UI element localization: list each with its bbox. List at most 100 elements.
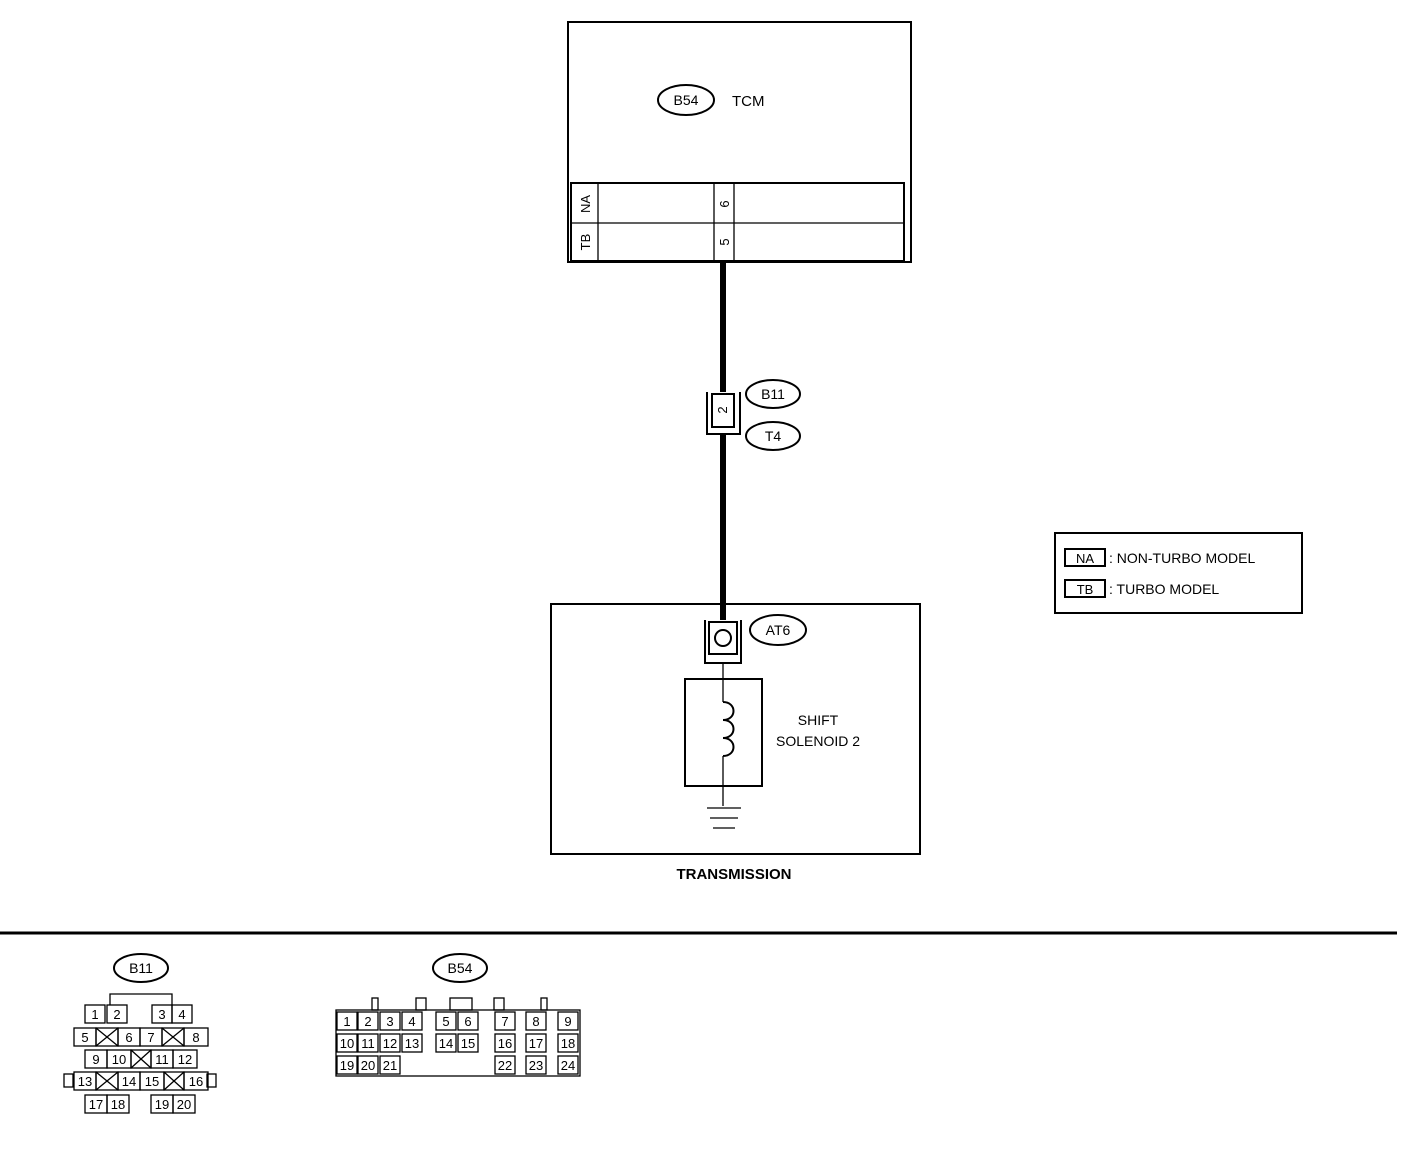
b11-pin-label: 3 xyxy=(158,1007,165,1022)
b54-pin: 19 xyxy=(336,1055,358,1075)
b54-pin-label: 5 xyxy=(442,1014,449,1029)
b54-pin: 13 xyxy=(401,1033,423,1053)
b11-pin-label: 12 xyxy=(178,1052,192,1067)
b11-pin: 13 xyxy=(73,1071,97,1091)
tcm-module: B54 TCM NA TB 6 5 xyxy=(567,21,912,263)
b11-pin: 16 xyxy=(183,1071,209,1091)
b11-pin: 6 xyxy=(117,1027,141,1047)
b11-pin-label: 5 xyxy=(81,1030,88,1045)
b11-pin-label: 15 xyxy=(145,1074,159,1089)
b54-pin-label: 4 xyxy=(408,1014,415,1029)
b54-pin-label: 1 xyxy=(343,1014,350,1029)
legend-label-tb: : TURBO MODEL xyxy=(1109,581,1219,597)
b11-pin-label: 9 xyxy=(92,1052,99,1067)
b54-pin-label: 14 xyxy=(439,1036,453,1051)
b54-pin-label: 6 xyxy=(464,1014,471,1029)
t4-label: T4 xyxy=(765,428,782,444)
b11-pin: 20 xyxy=(172,1094,196,1114)
joint-pin: 2 xyxy=(715,406,730,413)
b11-pin: 8 xyxy=(183,1027,209,1047)
b11-view-label: B11 xyxy=(129,960,153,976)
solenoid-label-line2: SOLENOID 2 xyxy=(776,733,860,749)
b54-pin-label: 10 xyxy=(340,1036,354,1051)
b11-pin xyxy=(130,1049,152,1069)
tcm-row-model-na: NA xyxy=(578,195,593,213)
b11-pin: 3 xyxy=(151,1004,173,1024)
b54-pin-label: 13 xyxy=(405,1036,419,1051)
b11-pin-label: 20 xyxy=(177,1097,191,1112)
b54-pin-label: 19 xyxy=(340,1058,354,1073)
t4-badge xyxy=(745,421,801,451)
joint-connector: 2 B11 T4 xyxy=(706,379,801,451)
b54-pin-label: 20 xyxy=(361,1058,375,1073)
b54-pin: 1 xyxy=(336,1011,358,1031)
b11-pin-label: 16 xyxy=(189,1074,203,1089)
solenoid-label-line1: SHIFT xyxy=(798,712,839,728)
b11-pin: 4 xyxy=(171,1004,193,1024)
legend-code-na: NA xyxy=(1076,551,1094,566)
b54-pin: 22 xyxy=(494,1055,516,1075)
b11-pin-label: 2 xyxy=(113,1007,120,1022)
b54-pin-label: 8 xyxy=(532,1014,539,1029)
b54-pin-label: 9 xyxy=(564,1014,571,1029)
b11-pin-label: 8 xyxy=(192,1030,199,1045)
b11-pin xyxy=(161,1027,185,1047)
b11-pin-label: 18 xyxy=(111,1097,125,1112)
b54-pin: 21 xyxy=(379,1055,401,1075)
b54-pin: 20 xyxy=(357,1055,379,1075)
b54-pin: 24 xyxy=(557,1055,579,1075)
legend: NA : NON-TURBO MODEL TB : TURBO MODEL xyxy=(1054,532,1303,614)
b11-pin-label: 6 xyxy=(125,1030,132,1045)
tcm-pin-tb: 5 xyxy=(717,238,732,245)
b54-pin-label: 3 xyxy=(386,1014,393,1029)
b54-pin: 5 xyxy=(435,1011,457,1031)
b54-pin: 10 xyxy=(336,1033,358,1053)
b54-pin: 6 xyxy=(457,1011,479,1031)
b11-pin: 9 xyxy=(84,1049,108,1069)
b11-pin: 5 xyxy=(73,1027,97,1047)
b54-pin-label: 15 xyxy=(461,1036,475,1051)
b54-pin: 23 xyxy=(525,1055,547,1075)
b11-pin-label: 1 xyxy=(91,1007,98,1022)
b11-pin-label: 10 xyxy=(112,1052,126,1067)
b11-pin-label: 4 xyxy=(178,1007,185,1022)
b11-pin: 1 xyxy=(84,1004,106,1024)
coil-icon xyxy=(722,701,735,757)
b54-pin-label: 23 xyxy=(529,1058,543,1073)
tcm-connector-label: B54 xyxy=(674,92,699,108)
b11-pin: 18 xyxy=(106,1094,130,1114)
tcm-pin-na: 6 xyxy=(717,200,732,207)
b54-pin: 11 xyxy=(357,1033,379,1053)
tcm-row-model-tb: TB xyxy=(578,234,593,251)
b54-pin: 7 xyxy=(494,1011,516,1031)
b11-pin: 11 xyxy=(150,1049,174,1069)
at6-badge xyxy=(749,614,807,646)
b54-pin: 14 xyxy=(435,1033,457,1053)
b54-view-badge xyxy=(432,953,488,983)
b54-pin-label: 16 xyxy=(498,1036,512,1051)
b54-pin-label: 17 xyxy=(529,1036,543,1051)
b11-pin: 17 xyxy=(84,1094,108,1114)
b11-pin: 12 xyxy=(172,1049,198,1069)
b11-pin: 2 xyxy=(106,1004,128,1024)
ground-icon xyxy=(707,807,741,829)
b54-pin-label: 2 xyxy=(364,1014,371,1029)
b54-pin-label: 22 xyxy=(498,1058,512,1073)
b11-view-badge xyxy=(113,953,169,983)
legend-code-tb: TB xyxy=(1077,582,1094,597)
b54-pin: 8 xyxy=(525,1011,547,1031)
b54-pin: 9 xyxy=(557,1011,579,1031)
b54-pin-label: 7 xyxy=(501,1014,508,1029)
at6-label: AT6 xyxy=(766,622,791,638)
b11-pin-label: 19 xyxy=(155,1097,169,1112)
b11-pin xyxy=(95,1027,119,1047)
b11-pin: 10 xyxy=(106,1049,132,1069)
transmission-module: AT6 SHIFT SOLENOID 2 xyxy=(550,603,921,855)
b11-label: B11 xyxy=(761,386,785,402)
b11-pin: 19 xyxy=(150,1094,174,1114)
tcm-connector-badge xyxy=(657,84,715,116)
b54-pin-label: 21 xyxy=(383,1058,397,1073)
